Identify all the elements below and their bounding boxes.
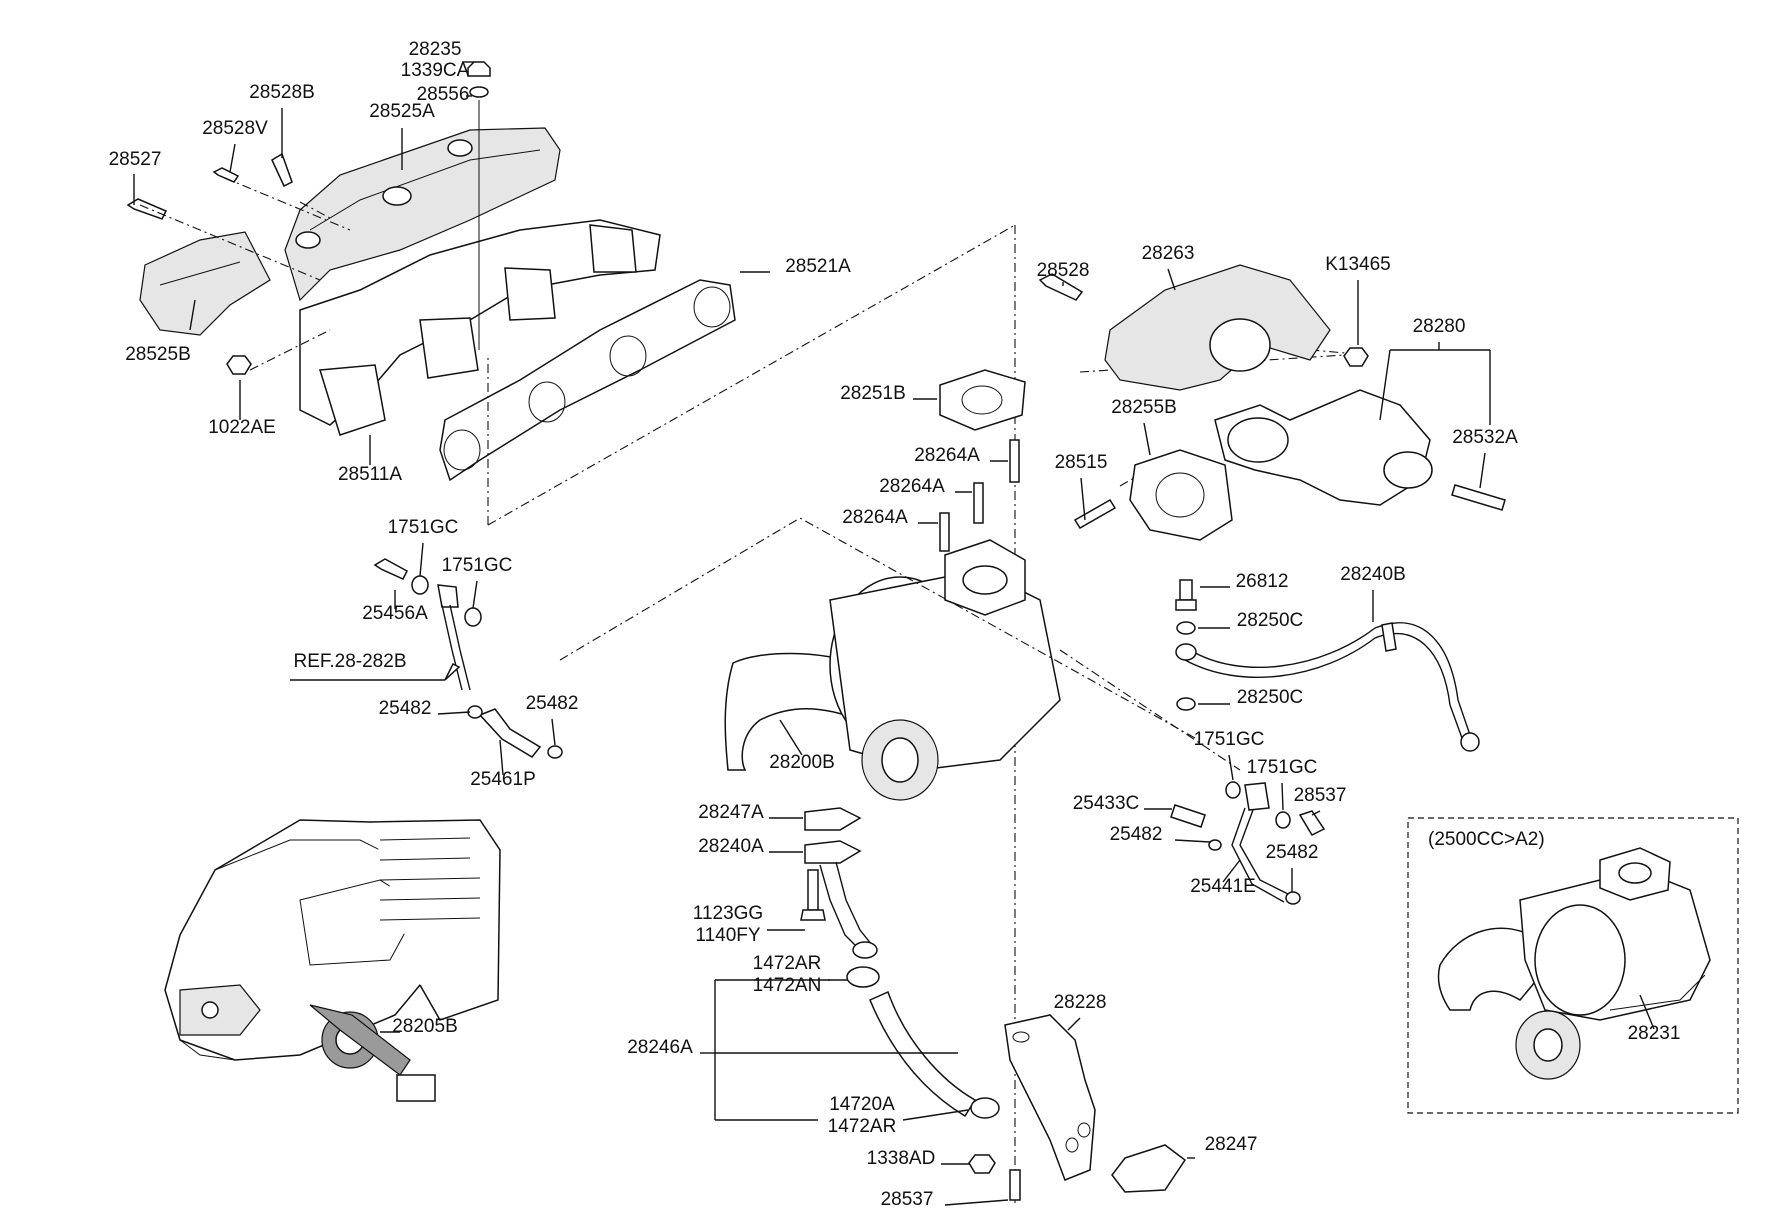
part-number-label: 28264A <box>914 445 980 466</box>
part-number-label: 28263 <box>1142 243 1195 264</box>
part-number-label: 28537 <box>881 1189 934 1210</box>
part-number-label: REF.28-282B <box>293 651 406 672</box>
part-number-label: 26812 <box>1236 571 1289 592</box>
part-number-label: 28515 <box>1055 452 1108 473</box>
oil-return-pipes-right <box>1144 579 1480 905</box>
part-number-label: 28532A <box>1452 427 1518 448</box>
part-number-label: 1022AE <box>208 417 276 438</box>
part-number-label: 28537 <box>1294 785 1347 806</box>
part-number-label: 25441E <box>1190 876 1256 897</box>
part-number-label: 28264A <box>842 507 908 528</box>
part-number-label: 25482 <box>1266 842 1319 863</box>
part-number-label: 1751GC <box>1194 729 1265 750</box>
part-number-label: 25482 <box>526 693 579 714</box>
part-number-label: 14720A <box>829 1094 895 1115</box>
part-number-label: 28246A <box>627 1037 693 1058</box>
part-number-label: 28528V <box>202 118 268 139</box>
part-number-label: 1338AD <box>867 1148 936 1169</box>
part-number-label: 28525A <box>369 101 435 122</box>
part-number-label: 28511A <box>338 464 402 485</box>
part-number-label: 28240A <box>698 836 764 857</box>
part-number-label: 28200B <box>769 752 835 773</box>
part-number-label: 28235 <box>409 39 462 60</box>
exhaust-manifold-group <box>126 61 1016 526</box>
part-number-label: 25482 <box>379 698 432 719</box>
part-number-label: 1472AN <box>753 975 822 996</box>
part-number-label: K13465 <box>1325 254 1391 275</box>
part-number-label: 25482 <box>1110 824 1163 845</box>
part-number-label: 28280 <box>1413 316 1466 337</box>
part-number-label: 28205B <box>392 1016 458 1037</box>
part-number-label: 25456A <box>362 603 428 624</box>
part-number-label: 28247 <box>1205 1134 1258 1155</box>
part-number-label: 28240B <box>1340 564 1406 585</box>
part-number-label: 28255B <box>1111 397 1177 418</box>
part-number-label: 28556 <box>417 84 470 105</box>
inset-box-2500cc <box>1407 817 1739 1114</box>
part-number-label: 25433C <box>1073 793 1140 814</box>
part-number-label: 1751GC <box>388 517 459 538</box>
part-number-label: 1123GG <box>693 903 763 924</box>
vehicle-sketch <box>164 819 501 1102</box>
part-number-label: 28250C <box>1237 610 1304 631</box>
part-number-label: 28528B <box>249 82 315 103</box>
part-number-label: 28251B <box>840 383 906 404</box>
part-number-label: 1472AR <box>828 1116 897 1137</box>
oil-drain-bracket-group <box>700 807 1195 1206</box>
part-number-label: 1751GC <box>442 555 513 576</box>
exhaust-elbow-group <box>1038 264 1506 541</box>
part-number-label: 28264A <box>879 476 945 497</box>
part-number-label: 28228 <box>1054 992 1107 1013</box>
part-number-label: 25461P <box>470 769 536 790</box>
part-number-label: 28527 <box>109 149 162 170</box>
part-number-label: 28250C <box>1237 687 1304 708</box>
part-number-label: 1140FY <box>695 925 760 946</box>
inset-label: (2500CC>A2) <box>1428 829 1545 850</box>
part-number-label: 28521A <box>785 256 851 277</box>
part-number-label: 28231 <box>1628 1023 1681 1044</box>
part-number-label: 1339CA <box>401 60 470 81</box>
part-number-label: 28528 <box>1037 260 1090 281</box>
part-number-label: 1472AR <box>753 953 822 974</box>
part-number-label: 1751GC <box>1247 757 1318 778</box>
part-number-label: 28525B <box>125 344 191 365</box>
turbocharger-group <box>559 225 1369 1205</box>
part-number-label: 28247A <box>698 802 764 823</box>
oil-feed-pipes-left <box>290 542 563 776</box>
